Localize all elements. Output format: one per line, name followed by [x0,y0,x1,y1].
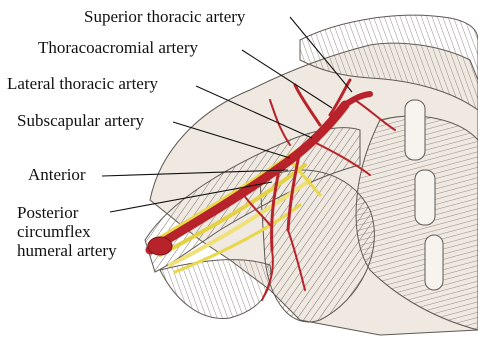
label-posterior-circumflex-humeral-artery: Posterior circumflex humeral artery [17,203,117,260]
lower-arm-region [160,260,271,319]
label-anterior: Anterior [28,166,86,184]
label-posterior-line1: Posterior [17,203,117,222]
label-superior-thoracic-artery: Superior thoracic artery [84,8,245,26]
label-subscapular-artery: Subscapular artery [17,112,144,130]
label-posterior-line3: humeral artery [17,241,117,260]
label-posterior-line2: circumflex [17,222,117,241]
label-lateral-thoracic-artery: Lateral thoracic artery [7,75,158,93]
label-thoracoacromial-artery: Thoracoacromial artery [38,39,198,57]
